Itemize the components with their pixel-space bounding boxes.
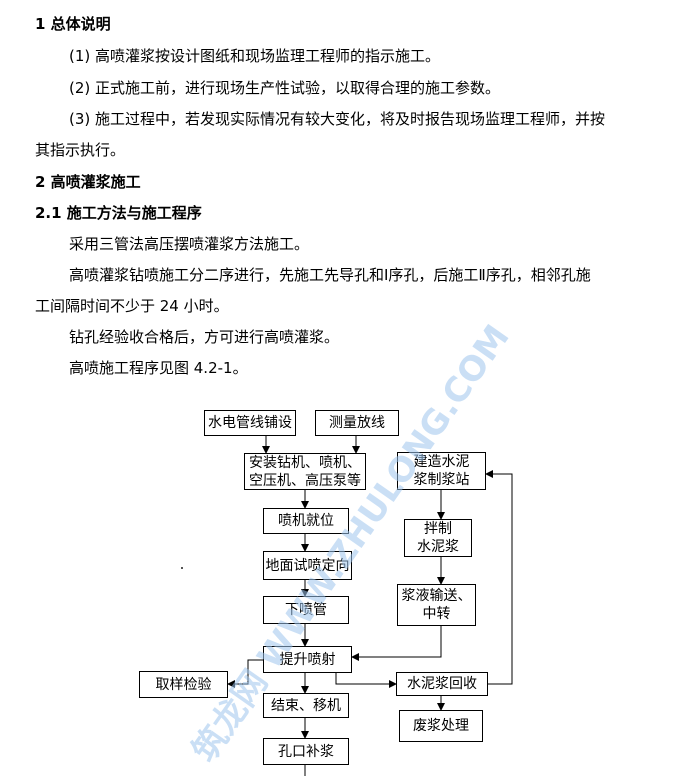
arrow	[485, 470, 513, 685]
flow-box-hydro-electric: 水电管线铺设	[204, 410, 296, 436]
paragraph: 采用三管法高压摆喷灌浆方法施工。	[69, 235, 310, 253]
stray-dot	[181, 567, 183, 569]
flow-box-ground-test: 地面试喷定向	[263, 551, 352, 580]
paragraph: (2) 正式施工前，进行现场生产性试验，以取得合理的施工参数。	[69, 79, 501, 97]
flow-box-waste: 废浆处理	[399, 710, 483, 742]
flow-box-build-station: 建造水泥 浆制浆站	[397, 452, 486, 490]
arrow	[351, 626, 442, 661]
paragraph: 钻孔经验收合格后，方可进行高喷灌浆。	[69, 328, 340, 346]
paragraph: 高喷施工程序见图 4.2-1。	[69, 359, 248, 377]
paragraph: (3) 施工过程中，若发现实际情况有较大变化，将及时报告现场监理工程师，并按	[69, 110, 606, 128]
flow-box-install: 安装钻机、喷机、 空压机、高压泵等	[244, 453, 366, 490]
flow-box-finish-move: 结束、移机	[263, 693, 349, 718]
paragraph-continuation: 工间隔时间不少于 24 小时。	[35, 297, 229, 315]
flow-box-transport: 浆液输送、 中转	[397, 584, 476, 626]
paragraph: (1) 高喷灌浆按设计图纸和现场监理工程师的指示施工。	[69, 47, 441, 65]
paragraph: 高喷灌浆钻喷施工分二序进行，先施工先导孔和Ⅰ序孔，后施工Ⅱ序孔，相邻孔施	[69, 266, 591, 284]
section-2-heading: 2 高喷灌浆施工	[35, 173, 141, 191]
section-1-heading: 1 总体说明	[35, 15, 111, 33]
flow-box-hole-fill: 孔口补浆	[263, 738, 349, 765]
subsection-heading: 2.1 施工方法与施工程序	[35, 204, 202, 222]
flow-box-nozzle-ready: 喷机就位	[263, 508, 349, 534]
flow-box-lift-spray: 提升喷射	[263, 646, 352, 673]
flow-box-survey: 测量放线	[315, 410, 399, 436]
flow-box-sampling: 取样检验	[139, 671, 228, 698]
flow-box-lower-nozzle: 下喷管	[263, 596, 349, 624]
arrow	[227, 659, 263, 688]
arrow	[335, 673, 397, 688]
paragraph-continuation: 其指示执行。	[35, 141, 126, 159]
flow-box-recovery: 水泥浆回收	[396, 672, 488, 696]
flow-box-mix-slurry: 拌制 水泥浆	[404, 519, 472, 557]
